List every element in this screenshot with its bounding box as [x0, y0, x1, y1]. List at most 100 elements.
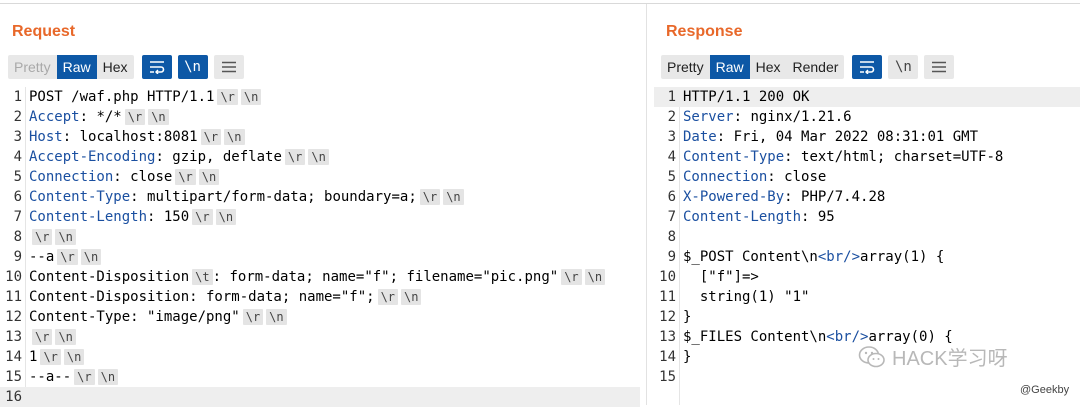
header-colon: :: [784, 189, 793, 205]
wrap-lines-icon: [860, 61, 875, 74]
request-view-tabs: Pretty Raw Hex: [8, 55, 134, 79]
gutter-separator: [25, 87, 26, 405]
line-number: 11: [659, 289, 676, 305]
header-colon: :: [801, 209, 810, 225]
editor-line[interactable]: 11 string(1) "1": [654, 287, 1080, 307]
line-number: 15: [5, 369, 22, 385]
response-show-newlines-button[interactable]: \n: [888, 55, 919, 79]
editor-line[interactable]: 16: [0, 387, 640, 407]
editor-line[interactable]: 15: [654, 367, 1080, 387]
editor-line[interactable]: 13\r\n: [0, 327, 640, 347]
pane-divider[interactable]: [646, 4, 647, 405]
line-number: 3: [667, 129, 676, 145]
request-tab-raw[interactable]: Raw: [56, 55, 97, 79]
line-text: close: [121, 169, 173, 185]
editor-line[interactable]: 8: [654, 227, 1080, 247]
header-name: Connection: [29, 169, 114, 185]
line-text: Content-Disposition: form-data; name="f"…: [29, 289, 375, 305]
carriage-return-token: \r: [32, 329, 53, 345]
line-number: 2: [667, 109, 676, 125]
response-wrap-lines-button[interactable]: [852, 55, 883, 79]
response-tab-hex[interactable]: Hex: [755, 59, 781, 75]
editor-line[interactable]: 11 Content-Disposition: form-data; name="…: [0, 287, 640, 307]
header-name: Accept-Encoding: [29, 149, 156, 165]
line-text: }: [683, 309, 692, 325]
line-text: HTTP/1.1 200 OK: [683, 89, 810, 105]
request-tab-pretty: Pretty: [14, 59, 51, 75]
line-number: 8: [13, 229, 22, 245]
line-text: multipart/form-data; boundary=a;: [138, 189, 417, 205]
editor-line[interactable]: 14}: [654, 347, 1080, 367]
carriage-return-token: \r: [284, 149, 306, 165]
line-text: array(1) {: [860, 249, 945, 265]
line-text: PHP/7.4.28: [792, 189, 886, 205]
response-tab-pretty[interactable]: Pretty: [667, 59, 704, 75]
editor-line[interactable]: 13$_FILES Content\n<br/>array(0) {: [654, 327, 1080, 347]
newline-token: \n: [240, 89, 262, 105]
editor-line[interactable]: 8\r\n: [0, 227, 640, 247]
response-tab-render[interactable]: Render: [792, 59, 839, 75]
request-show-newlines-button[interactable]: \n: [177, 55, 208, 79]
line-text: */*: [88, 109, 122, 125]
line-number: 11: [5, 289, 22, 305]
response-tab-raw[interactable]: Raw: [709, 55, 750, 79]
line-number: 10: [659, 269, 676, 285]
newline-token: \n: [401, 289, 422, 305]
header-colon: :: [784, 149, 793, 165]
carriage-return-token: \r: [217, 89, 238, 105]
editor-line[interactable]: 9$_POST Content\n<br/>array(1) {: [654, 247, 1080, 267]
carriage-return-token: \r: [32, 229, 53, 245]
newline-token: \n: [266, 309, 287, 325]
line-text: Fri, 04 Mar 2022 08:31:01 GMT: [725, 129, 979, 145]
response-menu-button[interactable]: [924, 55, 955, 79]
menu-icon: [932, 61, 947, 73]
carriage-return-token: \r: [377, 289, 399, 305]
newline-token: \n: [97, 369, 119, 385]
editor-line[interactable]: 12}: [654, 307, 1080, 327]
wechat-icon: [858, 345, 885, 367]
header-name: Date: [683, 129, 717, 145]
line-text: --a: [29, 249, 55, 265]
line-text: close: [775, 169, 827, 185]
request-menu-button[interactable]: [213, 55, 244, 79]
editor-line[interactable]: 1 HTTP/1.1 200 OK: [654, 87, 1080, 107]
carriage-return-token: \r: [200, 129, 222, 145]
line-number: 9: [13, 249, 22, 265]
carriage-return-token: \r: [40, 349, 61, 365]
newline-token: \n: [55, 329, 76, 345]
line-number: 1: [667, 89, 676, 105]
line-text: nginx/1.21.6: [742, 109, 852, 125]
html-tag: <br/>: [817, 249, 861, 265]
editor-line[interactable]: 9--a\r\n: [0, 247, 640, 267]
request-tab-hex[interactable]: Hex: [102, 59, 128, 75]
editor-line[interactable]: 15--a--\r\n: [0, 367, 640, 387]
line-text: POST /waf.php HTTP/1.1: [29, 89, 215, 105]
request-wrap-lines-button[interactable]: [141, 55, 172, 79]
carriage-return-token: \r: [74, 369, 95, 385]
line-text: text/html; charset=UTF-8: [792, 149, 1004, 165]
editor-line[interactable]: 10 ["f"]=>: [654, 267, 1080, 287]
carriage-return-token: \r: [124, 109, 146, 125]
carriage-return-token: \r: [419, 189, 441, 205]
line-number: 3: [13, 129, 22, 145]
line-number: 12: [659, 309, 676, 325]
